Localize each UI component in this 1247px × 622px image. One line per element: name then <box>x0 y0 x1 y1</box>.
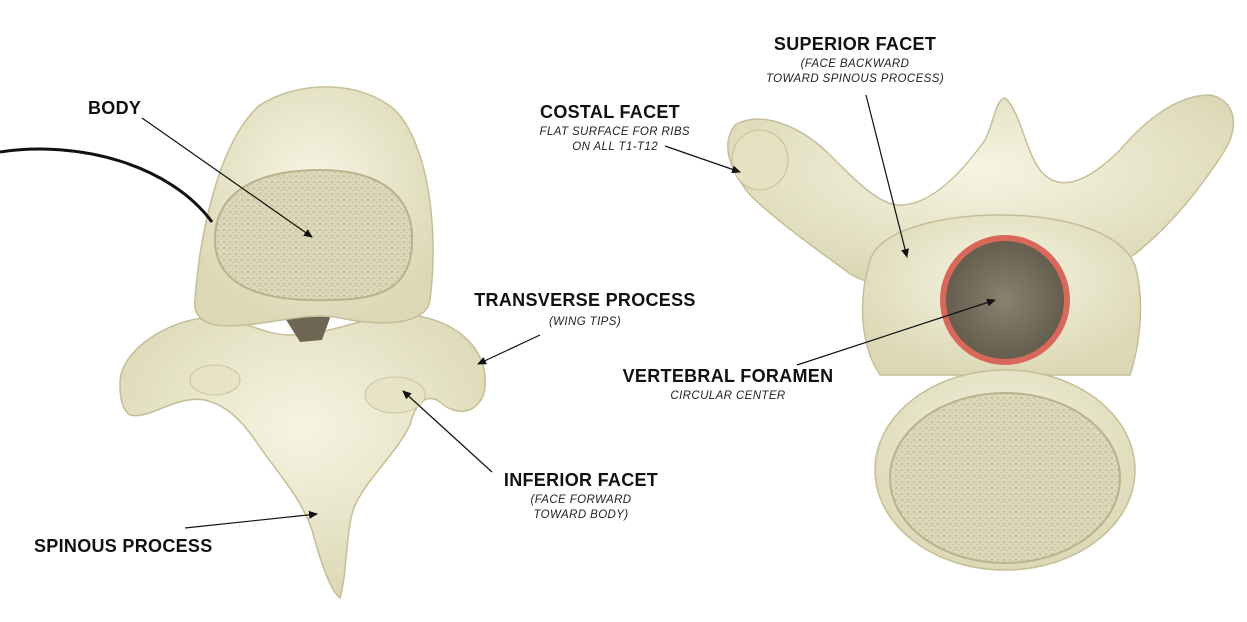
vertebral-foramen-shape <box>943 238 1067 362</box>
label-body: BODY <box>88 98 141 119</box>
right-vertebra-body-surface <box>889 392 1121 564</box>
label-transverse-process-sub: (WING TIPS) <box>548 316 622 328</box>
label-vertebral-foramen-sub: CIRCULAR CENTER <box>670 390 786 402</box>
label-inferior-facet-sub2: TOWARD BODY) <box>533 509 629 521</box>
left-vertebra-body-surface <box>213 168 414 302</box>
label-inferior-facet-sub1: (FACE FORWARD <box>530 494 632 506</box>
left-vertebra-inferior-facet-shape <box>364 376 426 414</box>
label-spinous-process: SPINOUS PROCESS <box>34 536 213 557</box>
label-inferior-facet-title: INFERIOR FACET <box>503 470 659 490</box>
label-transverse-process-title: TRANSVERSE PROCESS <box>474 290 696 310</box>
left-curved-line <box>0 147 214 223</box>
leader-transverse-process <box>477 334 541 365</box>
label-spinous-process-title: SPINOUS PROCESS <box>34 536 213 556</box>
left-vertebra-facet-shape-2 <box>189 364 241 396</box>
leader-vertebral-foramen <box>796 298 996 366</box>
leader-superior-facet <box>865 94 909 258</box>
leader-body <box>141 117 313 238</box>
label-costal-facet-title: COSTAL FACET <box>540 102 680 122</box>
right-vertebra-costal-facet-shape <box>731 129 789 191</box>
vertebral-foramen-ring <box>940 235 1070 365</box>
label-superior-facet-sub2: TOWARD SPINOUS PROCESS) <box>765 73 945 85</box>
label-costal-facet-sub1: FLAT SURFACE FOR RIBS <box>539 126 690 138</box>
label-superior-facet-sub1: (FACE BACKWARD <box>800 58 910 70</box>
label-superior-facet-title: SUPERIOR FACET <box>773 34 937 54</box>
label-superior-facet: SUPERIOR FACET (FACE BACKWARD TOWARD SPI… <box>740 34 970 87</box>
left-vertebra <box>119 86 486 600</box>
label-body-title: BODY <box>88 98 142 118</box>
leader-costal-facet <box>664 145 741 174</box>
leader-lines <box>141 94 996 529</box>
label-inferior-facet: INFERIOR FACET (FACE FORWARD TOWARD BODY… <box>486 470 676 523</box>
label-costal-facet-sub2: ON ALL T1-T12 <box>572 141 658 153</box>
label-transverse-process: TRANSVERSE PROCESS (WING TIPS) <box>460 290 710 330</box>
label-vertebral-foramen-title: VERTEBRAL FORAMEN <box>622 366 834 386</box>
right-vertebra <box>727 94 1235 571</box>
leader-spinous-process <box>184 510 318 529</box>
label-costal-facet: COSTAL FACET FLAT SURFACE FOR RIBS ON AL… <box>500 102 690 155</box>
label-vertebral-foramen: VERTEBRAL FORAMEN CIRCULAR CENTER <box>608 366 848 404</box>
leader-inferior-facet <box>402 390 493 473</box>
